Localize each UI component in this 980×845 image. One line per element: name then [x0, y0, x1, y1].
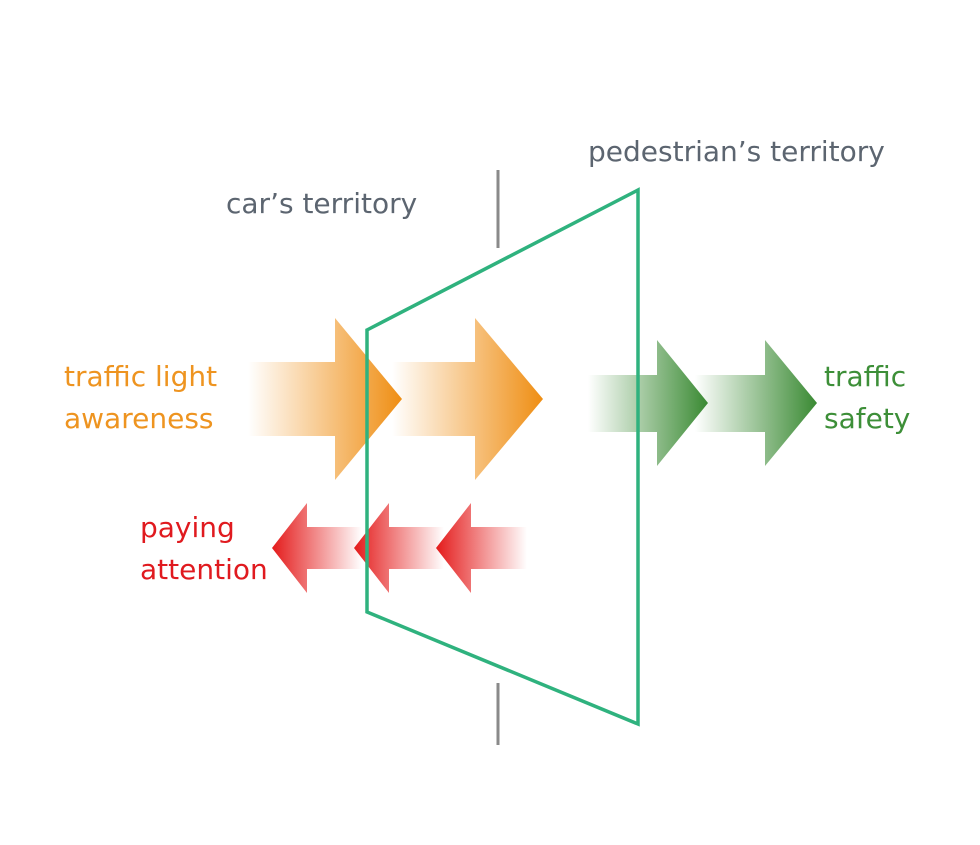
attention-arrow-2 [354, 503, 444, 593]
paying-attention-line-1: paying [140, 511, 235, 544]
traffic-light-awareness-label: traffic light awareness [64, 356, 217, 440]
attention-arrow-1 [272, 503, 362, 593]
traffic-safety-line-2: safety [824, 402, 911, 435]
paying-attention-line-2: attention [140, 553, 268, 586]
paying-attention-label: paying attention [140, 507, 268, 591]
safety-arrow-2 [695, 340, 817, 466]
traffic-light-awareness-line-2: awareness [64, 402, 214, 435]
traffic-safety-line-1: traffic [824, 360, 907, 393]
pedestrian-territory-label: pedestrian’s territory [588, 135, 885, 168]
attention-arrow-3 [436, 503, 527, 593]
safety-arrow-1 [588, 340, 708, 466]
car-territory-label: car’s territory [226, 187, 418, 220]
awareness-arrow-1 [248, 318, 402, 480]
traffic-safety-label: traffic safety [824, 356, 910, 440]
territory-trapezoid [365, 187, 640, 727]
awareness-arrow-2 [392, 318, 543, 480]
traffic-light-awareness-line-1: traffic light [64, 360, 218, 393]
